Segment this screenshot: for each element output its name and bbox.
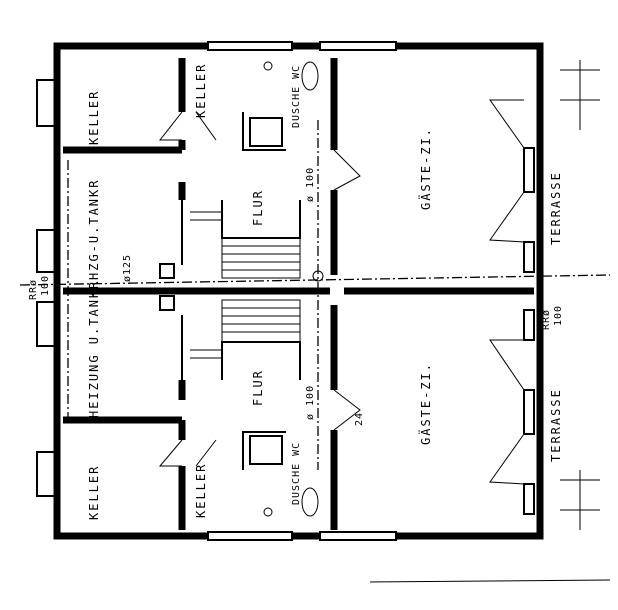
left-windows <box>36 79 58 497</box>
hzg-tank-label: HZG-U.TANKR <box>87 179 101 280</box>
gaeste-top-label: GÄSTE-ZI. <box>418 127 433 210</box>
boiler-top <box>159 263 175 279</box>
boiler-bottom <box>159 295 175 311</box>
flur-top-label: FLUR <box>251 189 265 226</box>
stairs <box>190 211 301 359</box>
gaeste-bottom-label: GÄSTE-ZI. <box>418 362 433 445</box>
flue-label: ø125 <box>122 254 133 282</box>
drain-icon <box>312 270 324 282</box>
terrace-markers <box>369 60 611 583</box>
right-windows <box>489 99 535 515</box>
dusche-wc-top-label: DUSCHE WC <box>291 65 302 128</box>
pipe-top-label: ø 100 <box>305 167 316 202</box>
outer-walls <box>53 41 544 541</box>
pipe-bottom-label: ø 100 <box>305 385 316 420</box>
rr-right-line2: 100 <box>553 305 564 326</box>
rr-left-line2: 100 <box>40 275 51 296</box>
terrasse-top-label: TERRASSE <box>549 171 563 245</box>
keller-top-left-label: KELLER <box>87 90 101 145</box>
rr-left-line1: RRø <box>28 279 39 300</box>
terrasse-bottom-label: TERRASSE <box>549 388 563 462</box>
keller-bottom-mid-label: KELLER <box>194 463 208 518</box>
flur-bottom-label: FLUR <box>251 369 265 406</box>
dusche-wc-bottom-label: DUSCHE WC <box>291 442 302 505</box>
level-label: 24 <box>354 412 365 426</box>
rr-right-line1: RRø <box>541 309 552 330</box>
inner-walls <box>63 58 534 530</box>
doors <box>158 111 361 467</box>
keller-top-mid-label: KELLER <box>194 63 208 118</box>
showers <box>249 61 319 517</box>
heizung-tank-label: HEIZUNG U.TANKR <box>87 280 101 418</box>
keller-bottom-left-label: KELLER <box>87 465 101 520</box>
